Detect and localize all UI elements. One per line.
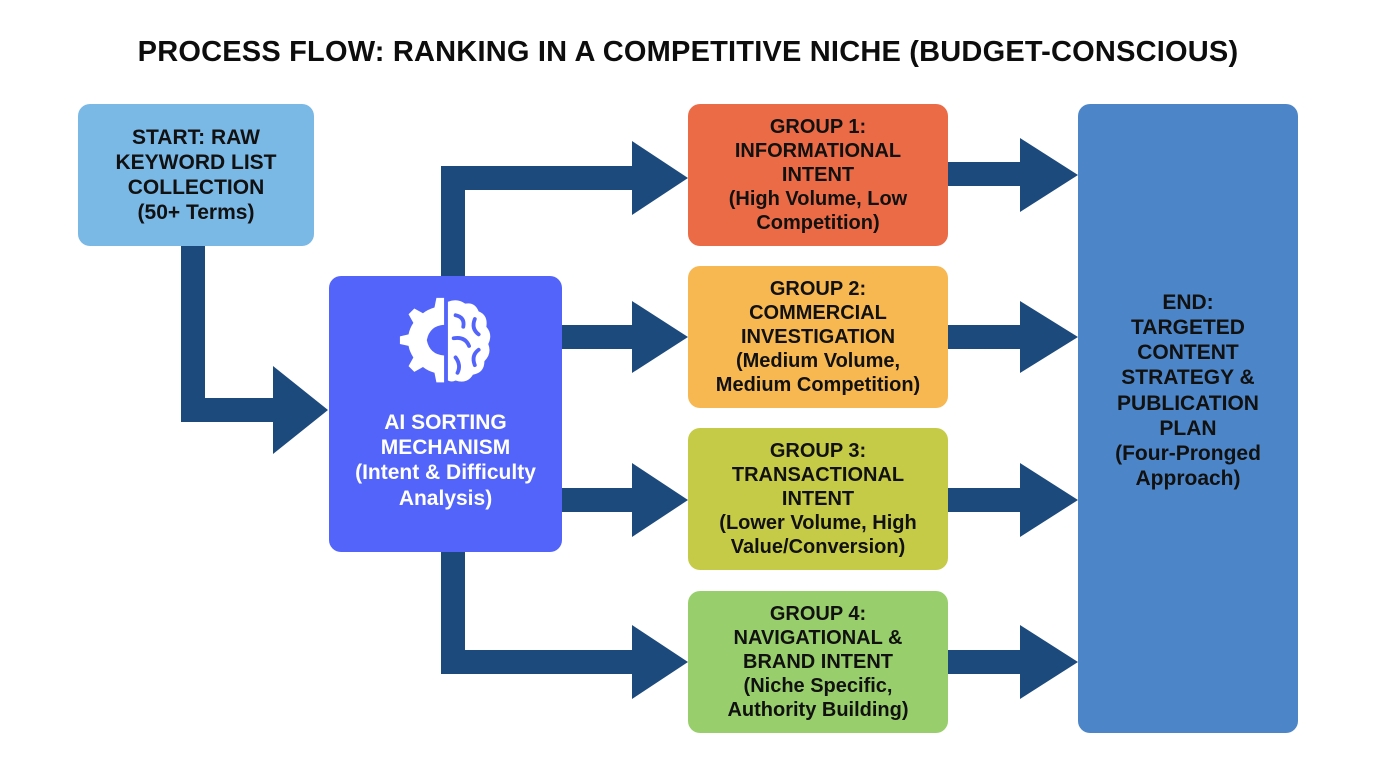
group-1-node: GROUP 1: INFORMATIONAL INTENT (High Volu… bbox=[688, 104, 948, 246]
group-line: INFORMATIONAL bbox=[734, 140, 902, 162]
end-node: END: TARGETED CONTENT STRATEGY & PUBLICA… bbox=[1078, 104, 1298, 733]
arrowhead-g2-end bbox=[1020, 301, 1078, 373]
group-line: (Niche Specific, bbox=[743, 675, 893, 697]
ai-line: AI SORTING bbox=[384, 411, 507, 434]
end-line: (Four-Pronged bbox=[1115, 441, 1261, 465]
group-line: (High Volume, Low bbox=[728, 188, 908, 210]
group-line: NAVIGATIONAL & bbox=[733, 627, 903, 649]
group-line: Medium Competition) bbox=[715, 374, 921, 396]
start-line: KEYWORD LIST bbox=[115, 150, 277, 174]
start-node: START: RAW KEYWORD LIST COLLECTION (50+ … bbox=[78, 104, 314, 246]
start-line: (50+ Terms) bbox=[137, 201, 255, 225]
group-line: (Lower Volume, High bbox=[719, 512, 917, 534]
connector-g2-end bbox=[946, 325, 1026, 349]
end-line: END: bbox=[1162, 290, 1214, 314]
group-3-node: GROUP 3: TRANSACTIONAL INTENT (Lower Vol… bbox=[688, 428, 948, 570]
start-line: START: RAW bbox=[132, 125, 260, 149]
arrowhead-g1-end bbox=[1020, 138, 1078, 212]
group-line: GROUP 1: bbox=[769, 116, 867, 138]
arrowhead-to-g1 bbox=[632, 141, 688, 215]
connector-g3 bbox=[560, 488, 637, 512]
end-line: CONTENT bbox=[1137, 341, 1239, 365]
end-line: STRATEGY & bbox=[1121, 366, 1255, 390]
arrowhead-to-g2 bbox=[632, 301, 688, 373]
gear-brain-icon bbox=[399, 297, 490, 383]
arrowhead-to-g3 bbox=[632, 463, 688, 537]
group-line: INVESTIGATION bbox=[740, 326, 896, 348]
ai-line: (Intent & Difficulty bbox=[355, 461, 536, 485]
ai-sorting-node: AI SORTING MECHANISM (Intent & Difficult… bbox=[329, 276, 562, 552]
group-line: GROUP 3: bbox=[769, 440, 867, 462]
ai-line: Analysis) bbox=[398, 486, 493, 510]
group-line: GROUP 2: bbox=[769, 278, 867, 300]
group-line: Value/Conversion) bbox=[730, 536, 906, 558]
connector-g4 bbox=[441, 650, 637, 674]
group-line: INTENT bbox=[781, 488, 855, 510]
connector-start-down bbox=[181, 244, 205, 422]
connector-g4-end bbox=[946, 650, 1026, 674]
group-line: GROUP 4: bbox=[769, 603, 867, 625]
connector-start-right bbox=[181, 398, 281, 422]
connector-g1 bbox=[441, 166, 637, 190]
arrowhead-to-g4 bbox=[632, 625, 688, 699]
end-line: PLAN bbox=[1159, 416, 1217, 440]
start-line: COLLECTION bbox=[127, 176, 265, 199]
group-line: Competition) bbox=[756, 212, 880, 234]
group-line: BRAND INTENT bbox=[743, 651, 893, 673]
group-line: INTENT bbox=[781, 164, 855, 186]
end-line: PUBLICATION bbox=[1117, 391, 1259, 415]
arrowhead-to-ai bbox=[273, 366, 328, 454]
connector-g1-end bbox=[946, 162, 1026, 186]
end-line: Approach) bbox=[1135, 467, 1241, 491]
arrowhead-g3-end bbox=[1020, 463, 1078, 537]
connector-g3-end bbox=[946, 488, 1026, 512]
connector-g2 bbox=[560, 325, 637, 349]
group-line: (Medium Volume, bbox=[735, 350, 901, 372]
group-line: COMMERCIAL bbox=[749, 302, 887, 324]
group-4-node: GROUP 4: NAVIGATIONAL & BRAND INTENT (Ni… bbox=[688, 591, 948, 733]
group-line: TRANSACTIONAL bbox=[731, 464, 905, 486]
group-2-node: GROUP 2: COMMERCIAL INVESTIGATION (Mediu… bbox=[688, 266, 948, 408]
arrowhead-g4-end bbox=[1020, 625, 1078, 699]
group-line: Authority Building) bbox=[727, 699, 909, 721]
ai-line: MECHANISM bbox=[380, 436, 511, 460]
end-line: TARGETED bbox=[1131, 315, 1245, 339]
page-title: PROCESS FLOW: RANKING IN A COMPETITIVE N… bbox=[137, 36, 1239, 68]
